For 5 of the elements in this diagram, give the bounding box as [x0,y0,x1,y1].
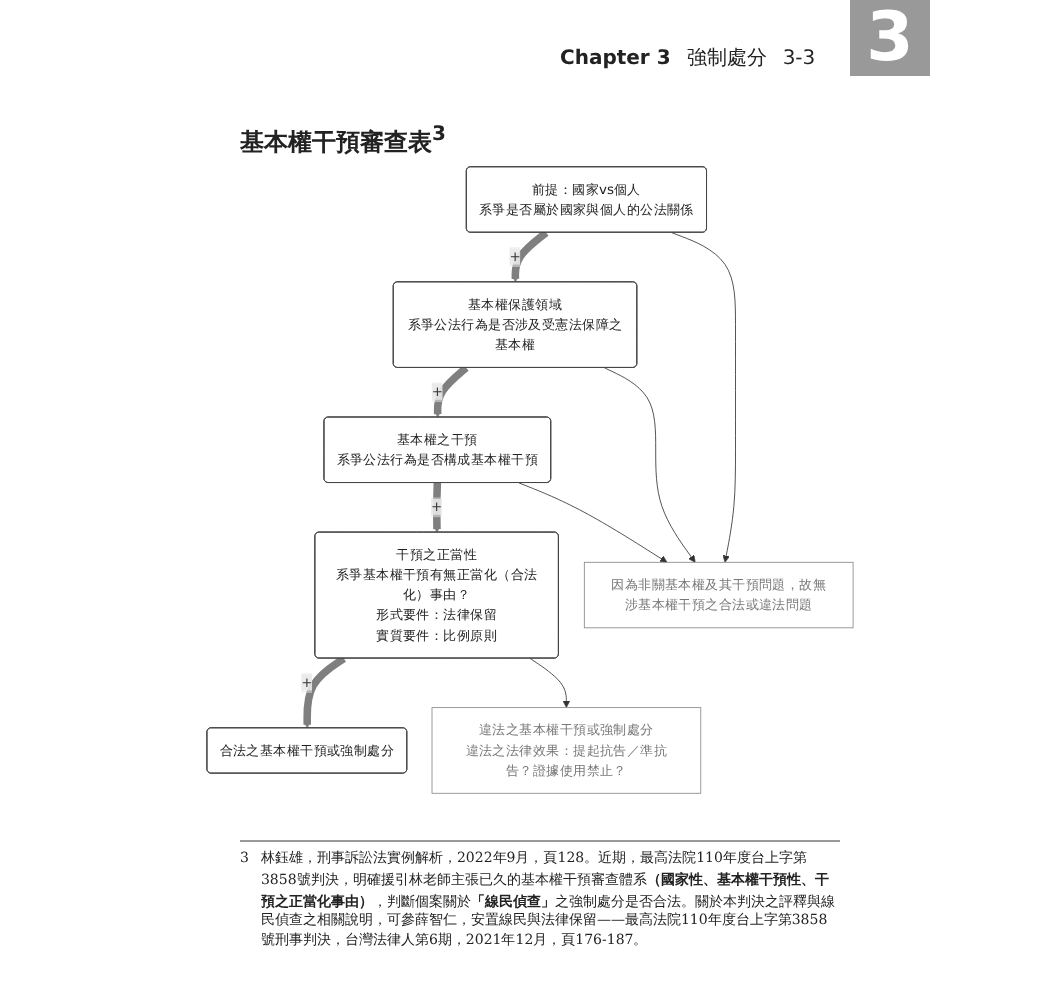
heading: 基本權干預審查表$^{3}$ [240,128,446,156]
page-number: 3-3 [782,47,816,69]
chapter-title: 強制處分 [686,45,767,72]
chapter-label: Chapter 3 [560,47,671,69]
chapter-number: 3 [866,0,914,78]
